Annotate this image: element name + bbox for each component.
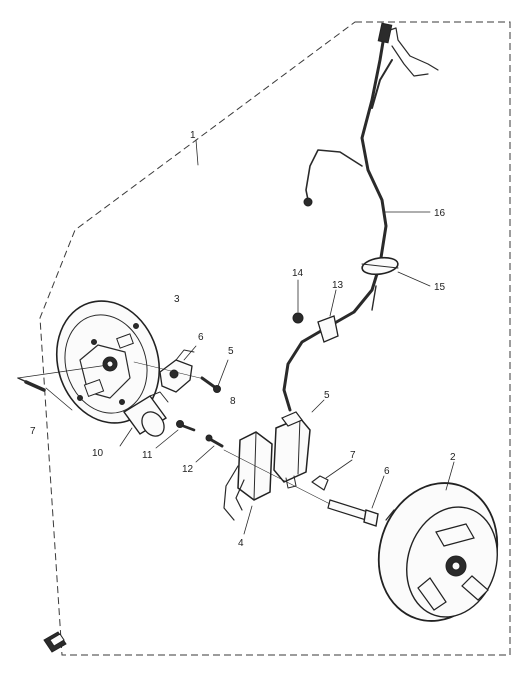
callout-4: 4 — [238, 538, 244, 549]
callout-5-screw: 5 — [228, 346, 234, 357]
contact-breaker — [159, 345, 197, 393]
callout-6-breaker: 6 — [198, 332, 204, 343]
flywheel-rotor — [377, 461, 499, 622]
mounting-screw — [17, 364, 109, 411]
wire-harness — [282, 22, 439, 412]
callout-8: 8 — [230, 396, 236, 407]
breaker-screw — [133, 359, 229, 393]
callout-5-coil: 5 — [324, 390, 330, 401]
callout-2: 2 — [450, 452, 456, 463]
callout-1: 1 — [190, 130, 196, 141]
reference-symbol — [43, 631, 67, 653]
condenser — [119, 391, 169, 447]
callout-12: 12 — [182, 464, 194, 475]
lighting-coil — [223, 431, 273, 535]
assembly-boundary-dashed — [39, 21, 511, 656]
leader-line-1 — [195, 139, 199, 166]
callout-11: 11 — [142, 450, 153, 461]
callout-3: 3 — [174, 294, 180, 305]
small-screw — [195, 434, 224, 463]
callout-7-washer: 7 — [350, 450, 356, 461]
clamp-screw — [292, 279, 304, 324]
wire-clamp — [317, 289, 339, 343]
callout-14: 14 — [292, 268, 304, 279]
ignition-coil — [273, 399, 325, 489]
washer — [311, 459, 353, 491]
condenser-screw — [155, 420, 196, 449]
callout-15: 15 — [434, 282, 446, 293]
callout-13: 13 — [332, 280, 344, 291]
callout-10: 10 — [92, 448, 104, 459]
callout-7-screw: 7 — [30, 426, 36, 437]
flywheel-bolt — [223, 449, 385, 527]
callout-6-bolt: 6 — [384, 466, 390, 477]
callout-16: 16 — [434, 208, 446, 219]
stator-base-plate — [55, 300, 161, 424]
